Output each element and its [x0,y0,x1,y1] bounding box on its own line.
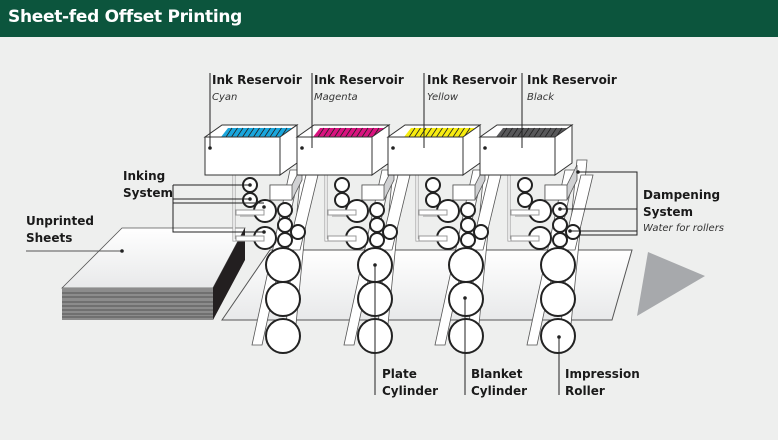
ink-black [496,128,570,137]
impression-roller [448,318,484,354]
reservoir-label-yellow: Ink Reservoir Yellow [427,73,517,103]
unprinted-label-1: Unprinted [26,214,94,228]
dampening-roller [369,217,385,233]
ink-roller [425,192,441,208]
plate-cylinder [265,247,301,283]
direction-arrow [637,252,705,316]
reservoir-label-cyan: Ink Reservoir Cyan [212,73,302,103]
blanket-cylinder [265,281,301,317]
dampening-label-2: System [643,205,693,219]
ink-cyan [221,128,295,137]
dampening-roller [460,217,476,233]
print-unit-yellow [386,124,502,354]
dampening-roller [382,224,398,240]
plate-cylinder [540,247,576,283]
reservoir-front [479,136,556,176]
dampening-roller [277,202,293,218]
dampening-roller [369,232,385,248]
impression-roller [265,318,301,354]
reservoir-front [204,136,281,176]
reservoir-color: Yellow [427,92,459,103]
dampening-roller [369,202,385,218]
inking-label-1: Inking [123,169,165,183]
inking-label-2: System [123,186,173,200]
dampening-sub: Water for rollers [643,223,724,234]
dampening-roller [290,224,306,240]
plate-label-1: Plate [382,367,417,381]
ink-magenta [313,128,387,137]
reservoir-title: Ink Reservoir [427,73,517,87]
dampening-roller [552,217,568,233]
dampening-roller [473,224,489,240]
reservoir-label-magenta: Ink Reservoir Magenta [314,73,404,103]
page-title: Sheet-fed Offset Printing [8,7,243,27]
reservoir-color: Black [527,92,555,103]
impression-label-2: Roller [565,384,605,398]
dampening-roller [552,232,568,248]
ink-roller [334,192,350,208]
unprinted-label-2: Sheets [26,231,72,245]
dampening-roller [277,217,293,233]
dampening-roller [565,224,581,240]
ink-roller [425,177,441,193]
blanket-label-2: Cylinder [471,384,527,398]
plate-cylinder [448,247,484,283]
dampening-leaders [560,171,638,236]
plate-label-2: Cylinder [382,384,438,398]
reservoir-front [296,136,373,176]
dampening-label-1: Dampening [643,188,720,202]
print-unit-black [478,124,594,354]
inking-leaders [172,184,264,233]
ink-yellow [404,128,478,137]
reservoir-title: Ink Reservoir [314,73,404,87]
header-bar: Sheet-fed Offset Printing [0,0,778,37]
unprinted-sheets-stack [61,227,246,320]
reservoir-title: Ink Reservoir [527,73,617,87]
print-unit-magenta [295,124,411,354]
reservoir-front [387,136,464,176]
blanket-cylinder [540,281,576,317]
reservoir-title: Ink Reservoir [212,73,302,87]
dampening-roller [277,232,293,248]
conveyor-sheet [221,249,633,321]
reservoir-color: Cyan [212,92,237,103]
ink-roller [517,192,533,208]
ink-roller [517,177,533,193]
dampening-roller [460,232,476,248]
reservoir-color: Magenta [314,92,358,103]
dampening-roller [460,202,476,218]
ink-roller [334,177,350,193]
printing-diagram: Ink Reservoir Cyan Ink Reservoir Magenta… [26,73,724,398]
reservoir-label-black: Ink Reservoir Black [527,73,617,103]
print-unit-cyan [203,124,319,354]
blanket-label-1: Blanket [471,367,523,381]
impression-label-1: Impression [565,367,640,381]
